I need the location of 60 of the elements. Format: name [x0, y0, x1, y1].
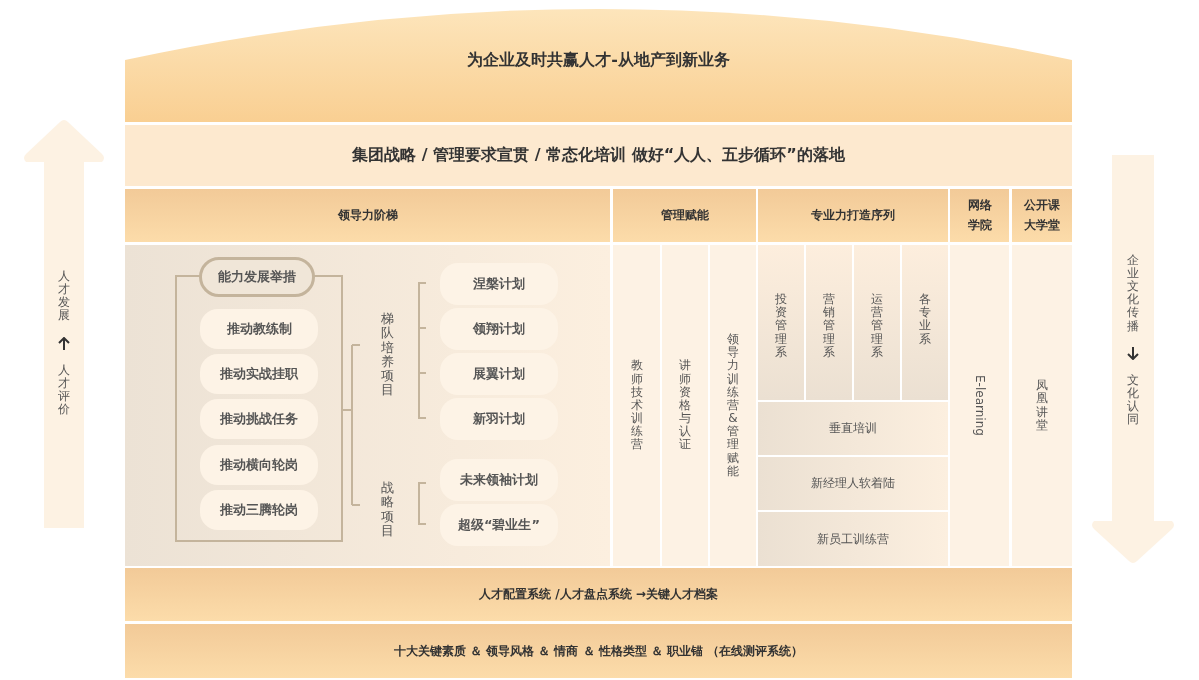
column-label: 运营管理系 [871, 293, 883, 359]
label: 推动实战挂职 [220, 365, 298, 383]
column-header [613, 189, 756, 242]
program-column [854, 245, 900, 400]
column-header [758, 189, 948, 242]
column-label: 投资管理系 [775, 293, 787, 359]
header-label: 公开课大学堂 [1023, 197, 1061, 234]
label: 人才配置系统 /人才盘点系统 →关键人才档案 [479, 586, 718, 603]
program-row [758, 512, 948, 566]
program-column [758, 245, 804, 400]
label: 推动挑战任务 [220, 410, 298, 428]
column-label: 营销管理系 [823, 293, 835, 359]
system-band [125, 624, 1072, 678]
label: 展翼计划 [473, 365, 525, 383]
column-label: 凤凰讲堂 [1036, 379, 1048, 432]
label: 推动三腾轮岗 [220, 501, 298, 519]
program-row [758, 402, 948, 455]
program-column [613, 245, 660, 566]
column-header [950, 189, 1009, 242]
column-label: 企业文化传播 [1127, 253, 1139, 333]
column-label: E-learning [973, 375, 986, 436]
column-label: 领导力训练营&管理赋能 [727, 332, 739, 479]
column-header [125, 189, 610, 242]
label: 涅槃计划 [473, 275, 525, 293]
program-column [806, 245, 852, 400]
column-label: 教师技术训练营 [630, 359, 643, 452]
label: 推动教练制 [226, 320, 292, 338]
label: 超级“碧业生” [457, 516, 541, 534]
column-label: 人才发展 [58, 269, 70, 323]
column-label: 文化认同 [1127, 373, 1139, 427]
label: 十大关键素质 ＆ 领导风格 ＆ 情商 ＆ 性格类型 ＆ 职业锚 （在线测评系统） [393, 642, 804, 660]
program-column [902, 245, 948, 400]
label: 新羽计划 [473, 410, 525, 428]
label: 集团战略 / 管理要求宣贯 / 常态化培训 做好“人人、五步循环”的落地 [352, 145, 845, 166]
group-label: 梯队培养项目 [381, 312, 394, 398]
program-column [710, 245, 756, 566]
label: 垂直培训 [829, 420, 877, 437]
label: 领翔计划 [473, 320, 525, 338]
label: 推动横向轮岗 [220, 456, 298, 474]
strategy-band [125, 125, 1072, 186]
column-label: 讲师资格与认证 [679, 359, 691, 452]
header-label: 网络学院 [966, 197, 993, 234]
header-label: 专业力打造序列 [811, 207, 895, 224]
header-label: 管理赋能 [660, 207, 709, 224]
label: 未来领袖计划 [460, 471, 538, 489]
program-column [662, 245, 708, 566]
header-label: 能力发展举措 [218, 268, 296, 286]
column-label: 各专业系 [919, 293, 931, 346]
system-band [125, 568, 1072, 621]
column-label: 人才评价 [58, 363, 70, 417]
program-row [758, 457, 948, 510]
heading-pill [199, 257, 315, 297]
label: 新员工训练营 [817, 530, 889, 548]
program-column [950, 245, 1009, 566]
column-header [1012, 189, 1072, 242]
program-column [1012, 245, 1072, 566]
group-label: 战略项目 [381, 481, 394, 539]
label: 新经理人软着陆 [811, 475, 895, 492]
header-label: 领导力阶梯 [337, 207, 398, 224]
label: 为企业及时共赢人才-从地产到新业务 [467, 50, 730, 71]
